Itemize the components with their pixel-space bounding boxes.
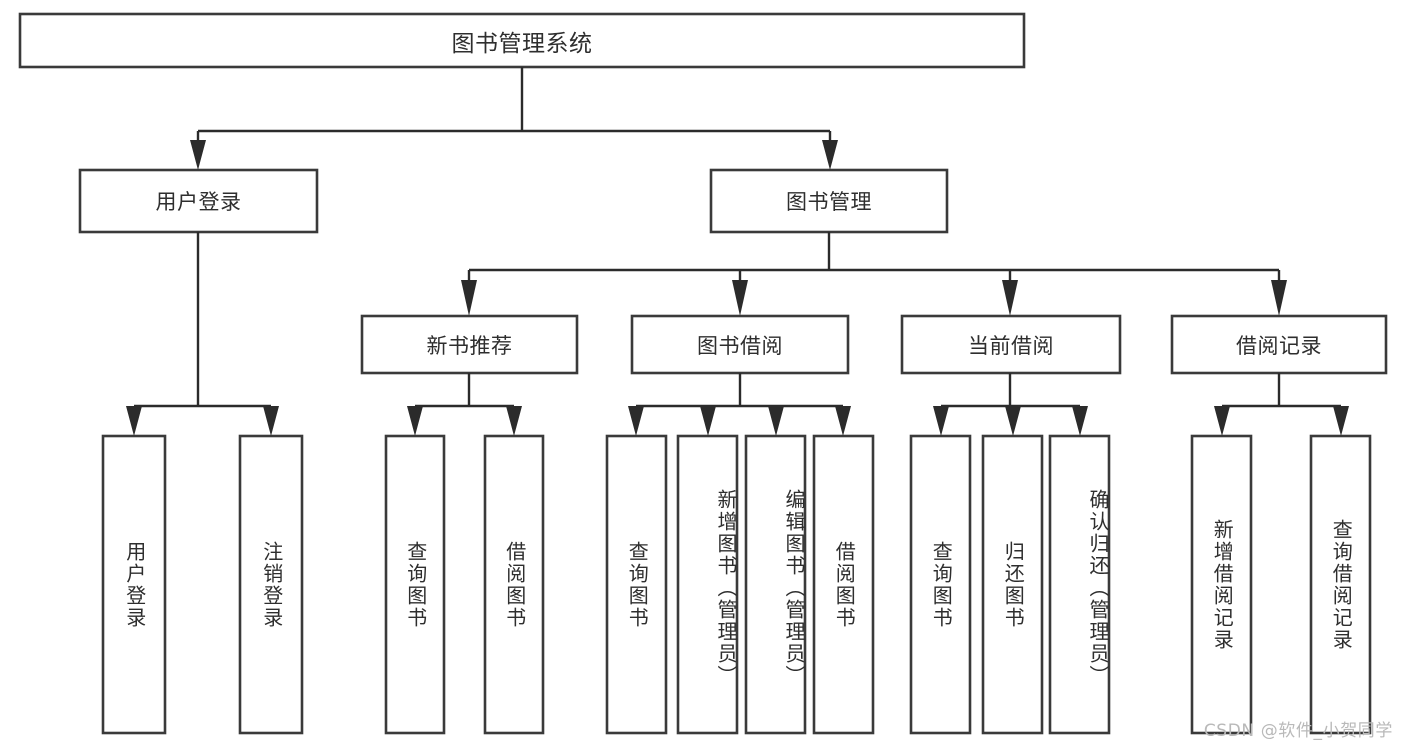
leaf-current-borrow-2[interactable]: [1048, 434, 1111, 735]
leaf-new-book-0[interactable]: [384, 434, 446, 735]
leaf-book-borrow-1[interactable]: [676, 434, 739, 735]
node-new-book-recommend[interactable]: [360, 314, 579, 375]
node-borrow-record[interactable]: [1170, 314, 1388, 375]
node-root[interactable]: [18, 12, 1026, 69]
csdn-watermark: CSDN @软件_小贺同学: [1203, 721, 1393, 741]
leaf-borrow-record-1[interactable]: [1309, 434, 1372, 735]
connector-bookborrow-to-leaves: [628, 373, 851, 436]
connector-userlogin-to-leaves: [126, 232, 279, 436]
leaf-book-borrow-3[interactable]: [812, 434, 875, 735]
node-book-borrow[interactable]: [630, 314, 850, 375]
node-book-management[interactable]: [709, 168, 949, 234]
leaf-user-login-1[interactable]: [238, 434, 304, 735]
leaf-current-borrow-0[interactable]: [909, 434, 972, 735]
connector-bookmgmt-to-level3: [461, 232, 1287, 316]
leaf-current-borrow-1[interactable]: [981, 434, 1044, 735]
leaf-book-borrow-2[interactable]: [744, 434, 807, 735]
node-current-borrow[interactable]: [900, 314, 1122, 375]
connector-borrowrecord-to-leaves: [1214, 373, 1349, 436]
connector-root-to-level2: [190, 67, 838, 170]
node-user-login[interactable]: [78, 168, 319, 234]
connector-newbook-to-leaves: [407, 373, 522, 436]
connector-currentborrow-to-leaves: [933, 373, 1088, 436]
leaf-book-borrow-0[interactable]: [605, 434, 668, 735]
leaf-borrow-record-0[interactable]: [1190, 434, 1253, 735]
leaf-new-book-1[interactable]: [483, 434, 545, 735]
leaf-user-login-0[interactable]: [101, 434, 167, 735]
